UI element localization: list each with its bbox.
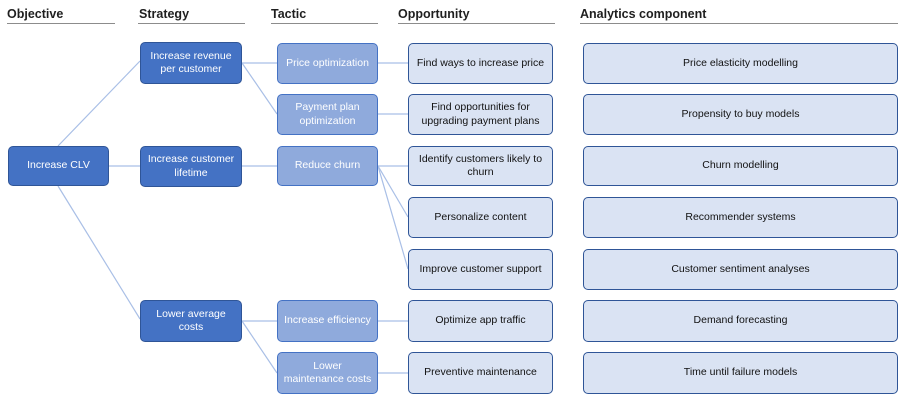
connector-tactic3-opportunity5	[377, 165, 409, 270]
analytics-node: Propensity to buy models	[583, 94, 898, 135]
header-divider-strategy	[138, 23, 245, 24]
header-analytics: Analytics component	[580, 7, 707, 21]
strategy-node: Lower average costs	[140, 300, 242, 342]
opportunity-node: Optimize app traffic	[408, 300, 553, 342]
objective-node: Increase CLV	[8, 146, 109, 186]
analytics-node: Price elasticity modelling	[583, 43, 898, 84]
tactic-node: Price optimization	[277, 43, 378, 84]
connector-strategy1-tactic2	[241, 62, 278, 115]
header-tactic: Tactic	[271, 7, 307, 21]
header-divider-objective	[7, 23, 115, 24]
header-strategy: Strategy	[139, 7, 190, 21]
connector-strategy3-tactic5	[241, 320, 278, 374]
strategy-node: Increase revenue per customer	[140, 42, 242, 84]
connector-objective-strategy-1	[57, 60, 141, 147]
opportunity-node: Improve customer support	[408, 249, 553, 290]
analytics-node: Recommender systems	[583, 197, 898, 238]
analytics-node: Churn modelling	[583, 146, 898, 186]
analytics-node: Demand forecasting	[583, 300, 898, 342]
analytics-node: Time until failure models	[583, 352, 898, 394]
connector-objective-strategy-3	[57, 185, 141, 320]
opportunity-node: Find opportunities for upgrading payment…	[408, 94, 553, 135]
header-divider-tactic	[271, 23, 378, 24]
analytics-node: Customer sentiment analyses	[583, 249, 898, 290]
header-objective: Objective	[7, 7, 64, 21]
tactic-node: Increase efficiency	[277, 300, 378, 342]
opportunity-node: Preventive maintenance	[408, 352, 553, 394]
header-divider-opportunity	[398, 23, 555, 24]
tactic-node: Payment plan optimization	[277, 94, 378, 135]
tactic-node: Lower maintenance costs	[277, 352, 378, 394]
opportunity-node: Personalize content	[408, 197, 553, 238]
connector-tactic3-opportunity4	[377, 165, 409, 218]
header-divider-analytics	[580, 23, 898, 24]
opportunity-node: Find ways to increase price	[408, 43, 553, 84]
tactic-node: Reduce churn	[277, 146, 378, 186]
opportunity-node: Identify customers likely to churn	[408, 146, 553, 186]
header-opportunity: Opportunity	[398, 7, 470, 21]
strategy-node: Increase customer lifetime	[140, 146, 242, 187]
